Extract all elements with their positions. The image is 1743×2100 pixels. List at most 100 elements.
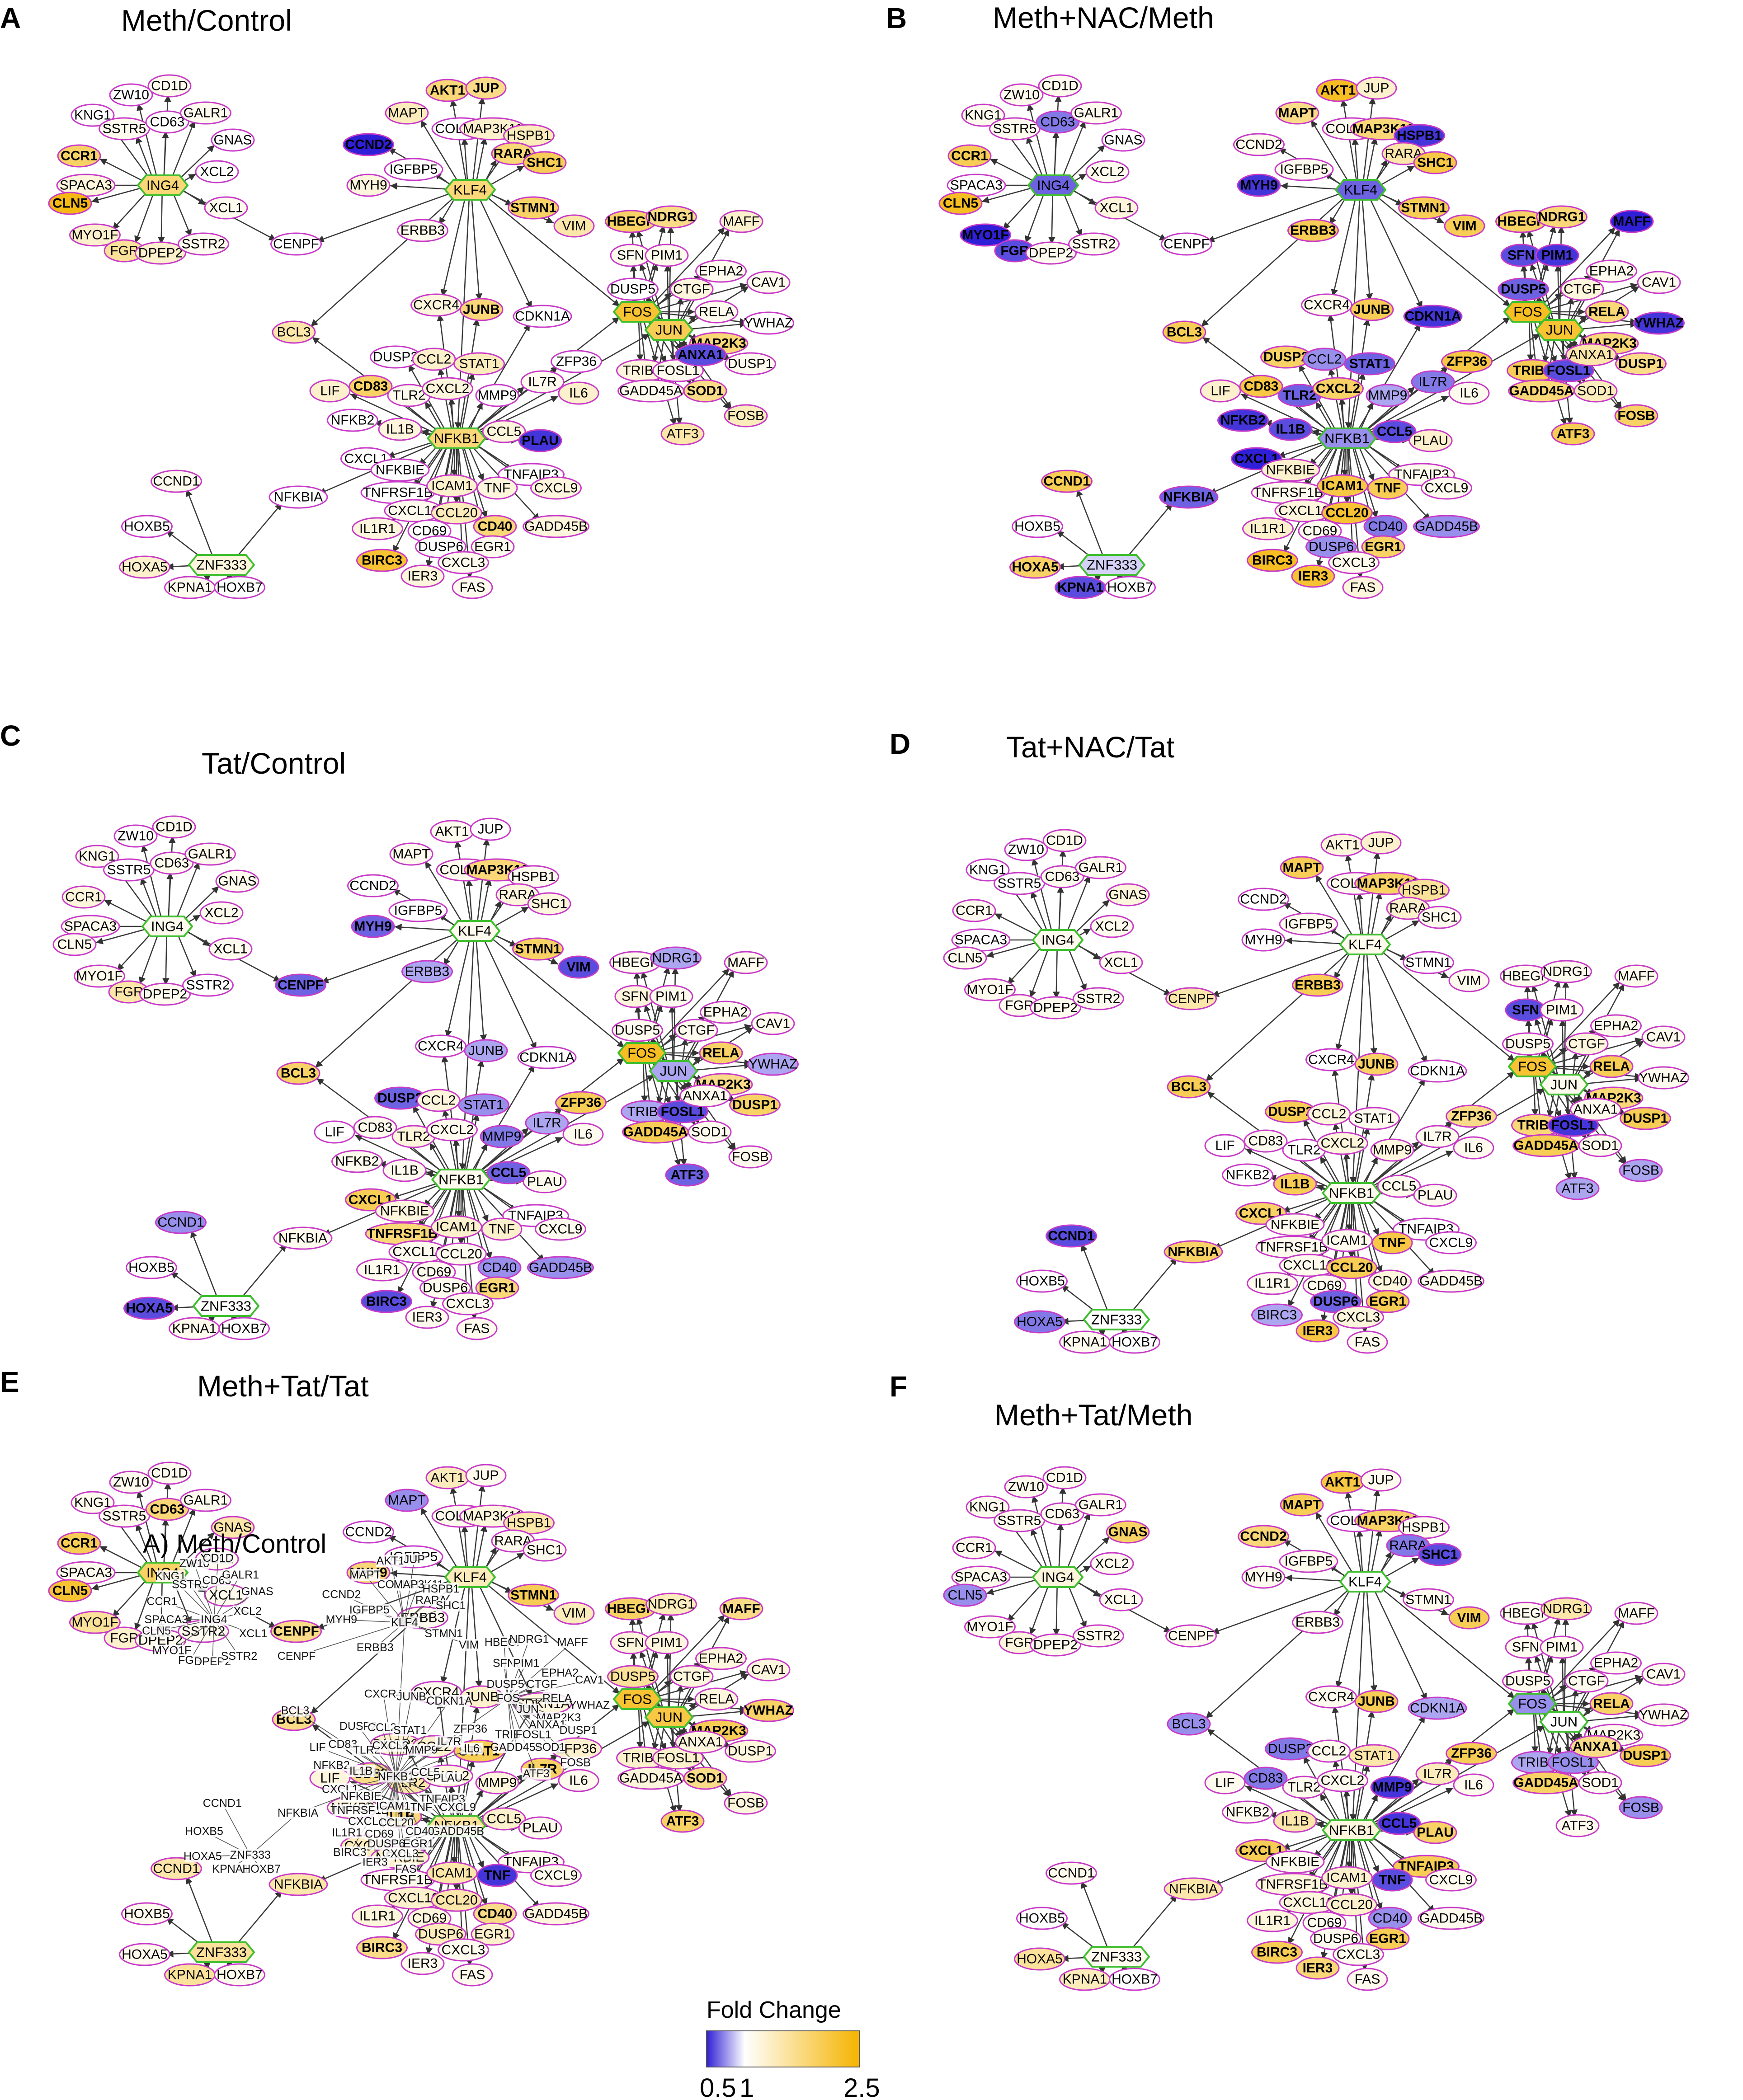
node-dusp5[interactable]: DUSP5 [1502,1669,1554,1693]
node-jup[interactable]: JUP [1360,831,1402,855]
node-fos[interactable]: FOS [612,1688,662,1710]
node-tnf[interactable]: TNF [476,1864,518,1887]
node-erbb3[interactable]: ERBB3 [1292,973,1343,997]
node-znf333[interactable]: ZNF333 [188,1941,255,1963]
node-akt1[interactable]: AKT1 [430,820,474,843]
node-ccr1[interactable]: CCR1 [952,899,996,922]
node-zfp36[interactable]: ZFP36 [555,1091,607,1114]
node-bcl3[interactable]: BCL3 [1162,320,1206,344]
node-il1r1[interactable]: IL1R1 [1242,517,1294,540]
node-ndrg1[interactable]: NDRG1 [1540,960,1592,983]
node-anxa1[interactable]: ANXA1 [679,1084,731,1108]
node-tnf[interactable]: TNF [1371,1868,1413,1892]
node-cxcr4[interactable]: CXCR4 [1305,1685,1357,1709]
node-cxcl9[interactable]: CXCL9 [1425,1231,1477,1254]
node-il6[interactable]: IL6 [562,1123,604,1146]
node-tlr2[interactable]: TLR2 [1277,384,1322,407]
node-cd40[interactable]: CD40 [1363,515,1408,538]
node-birc3[interactable]: BIRC3 [1251,1303,1303,1327]
node-akt1[interactable]: AKT1 [425,79,470,102]
node-nfkbia[interactable]: NFKBIA [273,1226,333,1250]
node-ing4[interactable]: ING4 [137,174,189,196]
node-ctgf[interactable]: CTGF [669,277,714,301]
node-xcl2[interactable]: XCL2 [1090,1552,1134,1575]
node-lif[interactable]: LIF [1200,379,1241,403]
node-cdkn1a[interactable]: CDKN1A [1403,305,1463,328]
node-ccl2[interactable]: CCL2 [1307,1739,1351,1763]
node-maff[interactable]: MAFF [719,210,763,233]
node-cxcl2[interactable]: CXCL2 [1317,1769,1368,1792]
node-gadd45b[interactable]: GADD45B [1418,1269,1484,1293]
node-shc1[interactable]: SHC1 [527,892,571,916]
node-ccl2[interactable]: CCL2 [412,348,456,371]
node-cd63[interactable]: CD63 [1036,110,1080,134]
node-ywhaz[interactable]: YWHAZ [1638,1066,1689,1090]
node-epha2[interactable]: EPHA2 [700,1001,751,1024]
node-ccr1[interactable]: CCR1 [61,885,106,909]
node-junb[interactable]: JUNB [1354,1052,1399,1076]
node-junb[interactable]: JUNB [459,298,504,321]
node-ing4[interactable]: ING4 [1032,1566,1084,1588]
node-ier3[interactable]: IER3 [400,1952,445,1975]
node-galr1[interactable]: GALR1 [1075,856,1126,879]
node-cd63[interactable]: CD63 [150,851,194,875]
node-fosb[interactable]: FOSB [1619,1796,1663,1819]
node-tnf[interactable]: TNF [476,476,518,500]
node-dusp5[interactable]: DUSP5 [1498,277,1549,301]
node-nfkbia[interactable]: NFKBIA [269,485,328,509]
node-fgr[interactable]: FGR [108,980,150,1004]
node-stat1[interactable]: STAT1 [1348,1744,1400,1767]
node-cxcl2[interactable]: CXCL2 [1312,377,1364,400]
node-ywhaz[interactable]: YWHAZ [1633,311,1685,335]
node-epha2[interactable]: EPHA2 [1590,1014,1642,1038]
node-fas[interactable]: FAS [1347,1330,1388,1354]
node-dusp1[interactable]: DUSP1 [725,352,776,376]
node-fas[interactable]: FAS [456,1317,498,1340]
node-ccl20[interactable]: CCL20 [1321,501,1373,525]
node-plau[interactable]: PLAU [1413,1184,1457,1207]
node-cav1[interactable]: CAV1 [1637,271,1681,294]
node-nfkbie[interactable]: NFKBIE [1261,458,1320,482]
node-plau[interactable]: PLAU [1413,1821,1457,1844]
node-myh9[interactable]: MYH9 [351,915,395,938]
node-cxcr4[interactable]: CXCR4 [410,293,462,317]
node-cd40[interactable]: CD40 [473,1902,517,1926]
node-tlr2[interactable]: TLR2 [391,1125,436,1148]
node-nfkbia[interactable]: NFKBIA [1164,1877,1223,1901]
node-cav1[interactable]: CAV1 [746,1658,791,1682]
node-xcl1[interactable]: XCL1 [208,937,253,961]
node-cxcl3[interactable]: CXCL3 [438,551,489,574]
node-sfn[interactable]: SFN [1500,244,1542,267]
node-ccl2[interactable]: CCL2 [1302,348,1347,371]
node-sstr5[interactable]: SSTR5 [99,1504,150,1528]
node-cenpf[interactable]: CENPF [1161,232,1212,256]
node-jup[interactable]: JUP [465,1464,507,1487]
node-xcl2[interactable]: XCL2 [1090,915,1134,938]
node-jup[interactable]: JUP [1360,1468,1402,1492]
node-cd1d[interactable]: CD1D [147,1461,192,1485]
node-il6[interactable]: IL6 [558,381,599,405]
node-hoxb5[interactable]: HOXB5 [1016,1269,1068,1293]
node-maff[interactable]: MAFF [1614,1602,1658,1625]
node-ctgf[interactable]: CTGF [674,1019,718,1042]
node-sfn[interactable]: SFN [614,985,656,1008]
node-stat1[interactable]: STAT1 [453,352,505,376]
node-atf3[interactable]: ATF3 [1555,1814,1600,1837]
node-dusp1[interactable]: DUSP1 [729,1093,781,1117]
node-igfbp5[interactable]: IGFBP5 [1279,912,1338,936]
node-gadd45a[interactable]: GADD45A [1508,379,1575,403]
node-xcl1[interactable]: XCL1 [1099,951,1143,974]
node-nfkbie[interactable]: NFKBIE [1265,1213,1325,1236]
node-cd1d[interactable]: CD1D [1038,74,1082,98]
node-hspb1[interactable]: HSPB1 [508,865,559,888]
node-jun[interactable]: JUN [644,319,694,341]
node-junb[interactable]: JUNB [1350,298,1394,321]
node-sod1[interactable]: SOD1 [683,1766,727,1790]
node-cln5[interactable]: CLN5 [52,933,97,956]
node-ccnd2[interactable]: CCND2 [1238,888,1289,911]
node-ccnd1[interactable]: CCND1 [1046,1224,1097,1248]
node-cenpf[interactable]: CENPF [270,232,322,256]
node-hoxb7[interactable]: HOXB7 [1109,1330,1160,1354]
node-rela[interactable]: RELA [694,1687,739,1711]
node-pim1[interactable]: PIM1 [1540,998,1584,1022]
